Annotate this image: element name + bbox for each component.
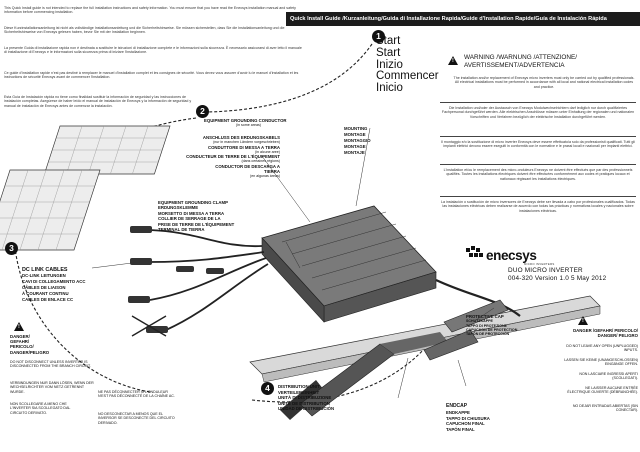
dc-link-cables: [149, 229, 269, 331]
left-note-en: DO NOT DISCONNECT UNLESS INVERTER IS DIS…: [10, 360, 91, 369]
divider-3: [440, 164, 636, 165]
start-es: Inicio: [376, 82, 403, 95]
flow-arrow-1: [207, 43, 373, 113]
right-note-it: NON LASCIARE INGRESSI APERTI (SCOLLEGATI…: [579, 372, 638, 381]
danger-warning-icon-left: !: [14, 322, 24, 331]
disconnect-symbol: [131, 315, 167, 337]
intro-de: Diese Kurzinstallationsanleitung ist nic…: [4, 26, 285, 35]
warning-icon: !: [448, 56, 458, 65]
warning-en: The installation and/or replacement of E…: [453, 76, 635, 89]
right-note-es: NO DEJAR ENTRADAS ABIERTAS (SIN CONECTAR…: [572, 404, 638, 413]
right-note-fr: NE LAISSER AUCUNE ENTRÉE ÉLECTRIQUE OUVE…: [567, 386, 638, 395]
intro-fr: Ce guide d'installation rapide n'est pas…: [4, 71, 299, 80]
divider-2: [440, 136, 636, 137]
divider-1: [440, 102, 636, 103]
dc-link-cables-label: DC LINK CABLES DC-LINK LEITUNGEN CAVI DI…: [22, 267, 86, 302]
document-version: 004-320 Version 1.0 5 May 2012: [508, 274, 607, 282]
protective-cap-part: [443, 299, 509, 333]
left-note-es: NO DESCONECTAR A MENOS QUE EL INVERSOR S…: [98, 412, 175, 425]
divider-4: [440, 196, 636, 197]
endcap-part: [423, 329, 479, 361]
ac-cable: [435, 279, 521, 317]
right-note-en: DO NOT LEAVE ANY OPEN (UNPLUGGED) INPUTS…: [566, 344, 638, 353]
mounting-label: MOUNTING MONTAGE MONTAGGIO MONTAGE MONTA…: [344, 126, 371, 155]
left-note-fr: NE PAS DÉCONNECTER SI L'ONDULEUR N'EST P…: [98, 390, 175, 399]
endcap-label: ENDCAP ENDKAPPE TAPPO DI CHIUSURA CAPUCH…: [446, 403, 490, 433]
grounding-conductor-translations: ANSCHLUSS DES ERDUNGSKABELS (nur in manc…: [186, 135, 280, 178]
warning-it: Il montaggio e/o la sostituzione di micr…: [441, 140, 635, 149]
distribution-unit: [280, 332, 448, 420]
start-heading: Start Start Inizio Commencer Inicio: [376, 35, 439, 95]
intro-en: This Quick Install guide is not intended…: [4, 6, 296, 15]
logo-tagline: MICRO INVERTERS: [524, 262, 555, 266]
grounding-conductor-label: EQUIPMENT GROUNDING CONDUCTOR (in some a…: [204, 118, 287, 128]
flow-arrow-3: [251, 339, 433, 403]
grounding-clamp-label: EQUIPMENT GROUNDING CLAMP ERDUNGSKLEMME …: [158, 200, 235, 233]
solar-panel-left: [0, 169, 101, 251]
left-note-it: NON SCOLLEGARE A MENO CHE L'INVERTER SIA…: [10, 402, 71, 415]
start-it: Inizio: [376, 58, 403, 71]
duo-micro-inverter: [261, 205, 437, 323]
step-2-marker: 2: [196, 105, 209, 118]
danger-label-right: DANGER /GEFAHR/ PERICOLO/ DANGER/ PELIGR…: [573, 328, 638, 339]
intro-es: Esta Guía de Instalación rápida no tiene…: [4, 95, 192, 108]
start-en: Start: [376, 35, 401, 47]
product-name: DUO MICRO INVERTER: [508, 267, 583, 274]
step-3-marker: 3: [5, 242, 18, 255]
warning-title: WARNING /WARNUNG /ATTENZIONE/ AVERTISSEM…: [464, 54, 578, 69]
enecsys-logo-mark: [466, 246, 483, 257]
product-info: DUO MICRO INVERTER 004-320 Version 1.0 5…: [508, 267, 606, 283]
solar-panel-top: [43, 125, 171, 175]
danger-warning-icon-right: !: [578, 316, 588, 325]
step-1-marker: 1: [372, 30, 385, 43]
guide-title-banner: Quick Install Guide /Kurzanleitung/Guida…: [286, 12, 640, 26]
step-4-marker: 4: [261, 382, 274, 395]
dc-connectors: [128, 226, 224, 333]
distribution-unit-label: DISTRIBUTION UNIT VERTEILEREINHEIT UNITÀ…: [278, 384, 335, 412]
warning-de: Die Installation und/oder der Austausch …: [441, 106, 635, 119]
start-de: Start: [376, 46, 401, 59]
enecsys-logo: enecsys: [486, 248, 537, 263]
danger-label-left: DANGER/ GEFAHR/ PERICOLO/ DANGER/PELIGRO: [10, 334, 50, 355]
protective-cap-label: PROTECTIVE CAP SCHUTZKAPPE TAPPO DI PROT…: [466, 314, 518, 337]
intro-it: La presente Guida di installazione rapid…: [4, 46, 302, 55]
warning-es: La instalación o sustitución de micro in…: [441, 200, 635, 213]
warning-fr: L'installation et/ou le remplacement des…: [443, 168, 633, 181]
right-note-de: LASSEN SIE KEINE (UNANGESCHLOSSEN) EINGÄ…: [564, 358, 638, 367]
left-note-de: VERBINDUNGEN NUR DANN LÖSEN, WENN DER WE…: [10, 381, 94, 394]
start-fr: Commencer: [376, 70, 439, 83]
